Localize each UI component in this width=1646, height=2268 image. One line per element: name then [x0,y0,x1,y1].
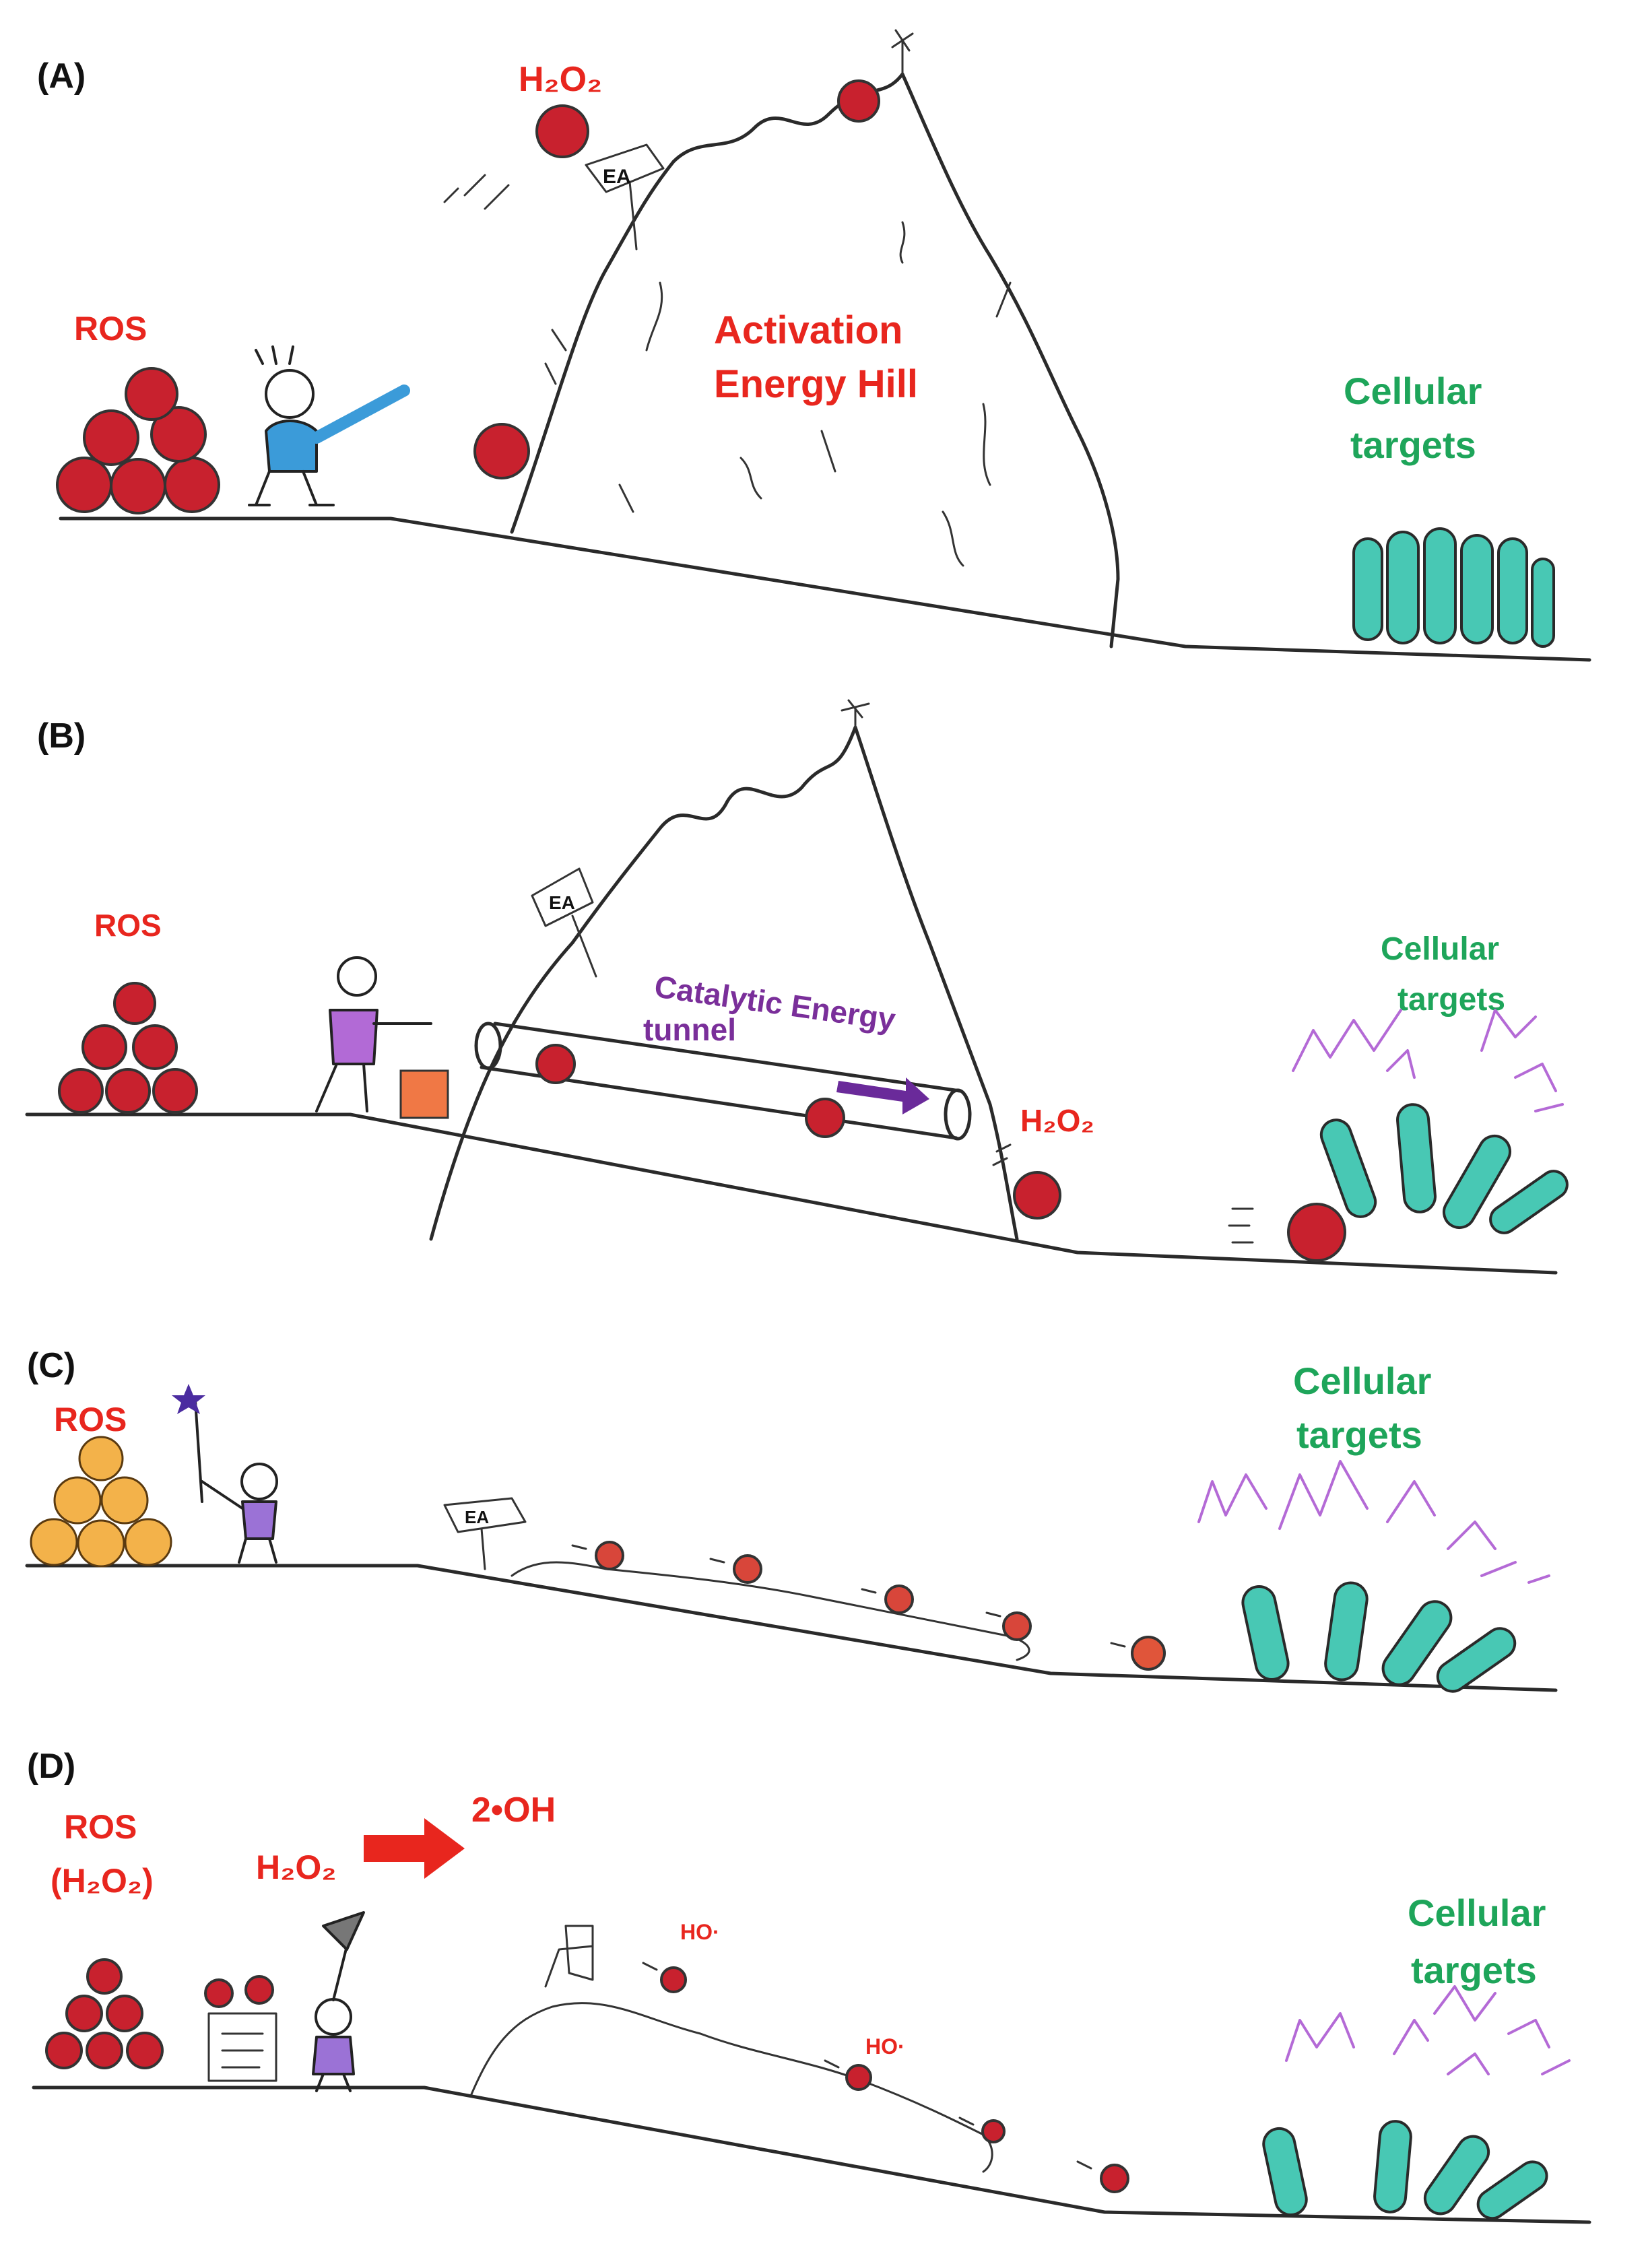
panel-b-motion-lines [992,1143,1254,1244]
panel-a-hill-label-1: Activation [714,308,902,352]
panel-b-ea-sign: EA [531,867,597,978]
panel-a: (A) ROS H₂O₂ Activation Energy Hill Cell… [37,29,1591,662]
panel-a-ea-sign: EA [585,143,665,251]
panel-d-product-label: 2•OH [471,1791,556,1830]
panel-b-operator-figure [315,956,449,1119]
panel-a-summit-flag [891,29,914,75]
panel-c-rolling-balls [595,1541,1166,1671]
panel-b-tunnel-label-2: tunnel [643,1012,736,1047]
panel-c-motion-lines [571,1544,1126,1648]
panel-a-summit-ball [837,79,880,123]
panel-b-catalytic-tunnel [474,1022,972,1141]
panel-b-ros-pile [58,982,198,1114]
panel-c-ros-pile [30,1436,172,1568]
panel-b-targets-label-2: targets [1397,982,1505,1018]
panel-d-rolling-balls [660,1966,1129,2193]
panel-d-ground-line [32,2086,1591,2224]
panel-d-conversion-arrow [364,1818,465,1879]
panel-d-note-figure [204,1911,365,2092]
panel-b-impacting-ball [1287,1203,1346,1262]
panel-a-rolling-back-ball [473,423,530,479]
panel-c-ea-sign: EA [443,1497,527,1570]
panel-b-ros-label: ROS [94,908,162,943]
panel-d-radical-label-2: HO· [865,2034,905,2059]
panel-b-damage-squiggles [1292,1009,1564,1112]
panel-b-energy-hill [429,725,1019,1241]
svg-text:EA: EA [603,166,631,188]
panel-c-tag: (C) [27,1346,75,1385]
panel-c-targets-label-2: targets [1296,1413,1422,1456]
panel-b-emerging-ball [1013,1171,1061,1220]
panel-d-tag: (D) [27,1747,75,1786]
panel-c-targets-label-1: Cellular [1293,1360,1431,1402]
panel-d-cellular-targets [1262,2120,1548,2220]
panel-c: (C) ROS Cellular targets EA [25,1346,1558,1693]
panel-a-h2o2-ball [535,104,589,158]
panel-d-h2o2-label: H₂O₂ [256,1848,336,1886]
panel-d-ros-pile [45,1958,164,2069]
panel-c-flattened-hill [511,1561,1030,1661]
panel-b: (B) ROS H₂O₂ Catalytic Energy tunnel Cel… [25,699,1569,1275]
panel-b-summit-flag [841,699,870,729]
panel-a-energy-hill [510,72,1120,648]
panel-a-ros-label: ROS [74,310,147,347]
panel-d-damage-squiggles [1285,1985,1571,2075]
svg-text:EA: EA [549,892,575,913]
panel-a-tag: (A) [37,57,86,96]
panel-c-ground-line [25,1564,1558,1692]
panel-a-hill-label-2: Energy Hill [714,362,918,406]
panel-d-targets-label-2: targets [1411,1949,1537,1991]
panel-b-ground-line [25,1112,1558,1275]
panel-c-wand-figure [172,1384,278,1564]
panel-d-targets-label-1: Cellular [1408,1892,1546,1934]
svg-text:EA: EA [465,1507,489,1527]
panel-d-flattened-hill [470,2002,993,2173]
panel-a-ros-pile [56,367,220,514]
panel-d-ros-label-2: (H₂O₂) [51,1862,154,1900]
panel-d: (D) ROS (H₂O₂) H₂O₂ 2•OH Cellular target… [27,1747,1591,2224]
panel-c-damage-squiggles [1197,1460,1550,1584]
panel-a-h2o2-label: H₂O₂ [519,60,602,99]
panel-a-targets-label-1: Cellular [1344,370,1482,412]
panel-c-cellular-targets [1241,1581,1517,1693]
panel-a-cellular-targets [1352,527,1555,648]
panel-b-targets-label-1: Cellular [1381,931,1499,967]
panel-d-flag [544,1925,594,1988]
panel-a-pushing-figure [248,345,410,506]
panel-d-motion-lines [642,1962,1092,2170]
panel-a-hill-texture [618,221,1012,567]
panel-b-tag: (B) [37,716,86,756]
panel-a-motion-lines [443,174,567,385]
panel-a-targets-label-2: targets [1350,424,1476,466]
panel-a-ground-line [59,516,1591,662]
panel-c-ros-label: ROS [54,1401,127,1438]
panel-d-radical-label-1: HO· [680,1920,720,1944]
panel-d-ros-label-1: ROS [64,1808,137,1846]
panel-b-cellular-targets [1319,1103,1569,1234]
panel-b-tunnel-arrow [836,1077,929,1114]
panel-b-h2o2-label: H₂O₂ [1020,1103,1094,1138]
